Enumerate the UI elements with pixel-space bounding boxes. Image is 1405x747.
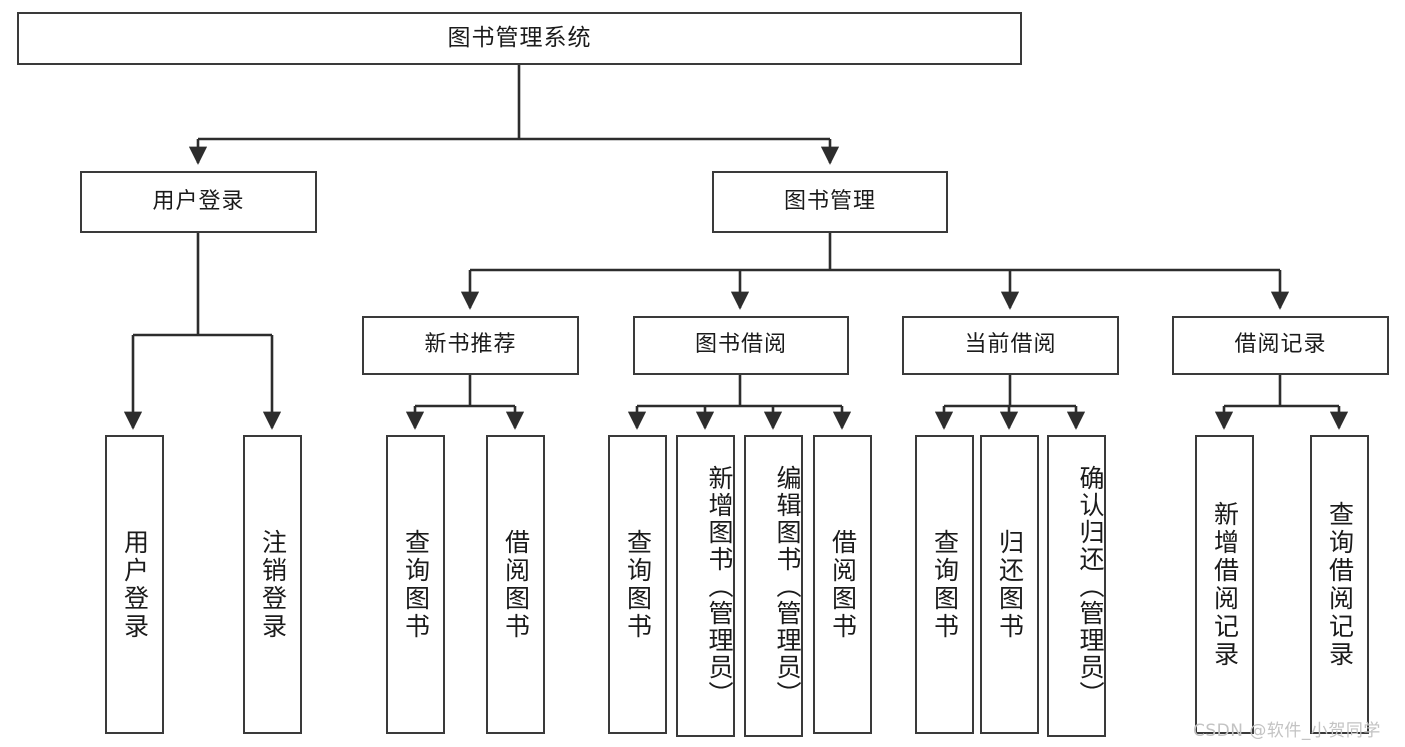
node-user-login[interactable]: 用户登录 (80, 171, 317, 233)
leaf-confirm-return-admin[interactable]: 确认归还（管理员） (1047, 435, 1106, 737)
leaf-user-login[interactable]: 用户登录 (105, 435, 164, 734)
leaf-edit-book-admin[interactable]: 编辑图书（管理员） (744, 435, 803, 737)
csdn-watermark: CSDN @软件_小贺同学 (1193, 721, 1381, 741)
leaf-borrow-book[interactable]: 借阅图书 (813, 435, 872, 734)
leaf-query-book-current[interactable]: 查询图书 (915, 435, 974, 734)
leaf-add-book-admin[interactable]: 新增图书（管理员） (676, 435, 735, 737)
leaf-borrow-book-recommend[interactable]: 借阅图书 (486, 435, 545, 734)
node-new-book-recommend[interactable]: 新书推荐 (362, 316, 579, 375)
leaf-query-book-recommend[interactable]: 查询图书 (386, 435, 445, 734)
node-book-borrow[interactable]: 图书借阅 (633, 316, 849, 375)
leaf-query-borrow-record[interactable]: 查询借阅记录 (1310, 435, 1369, 734)
node-current-borrow[interactable]: 当前借阅 (902, 316, 1119, 375)
leaf-add-borrow-record[interactable]: 新增借阅记录 (1195, 435, 1254, 734)
leaf-return-book[interactable]: 归还图书 (980, 435, 1039, 734)
node-book-management[interactable]: 图书管理 (712, 171, 948, 233)
leaf-logout-login[interactable]: 注销登录 (243, 435, 302, 734)
leaf-query-book-borrow[interactable]: 查询图书 (608, 435, 667, 734)
node-borrow-record[interactable]: 借阅记录 (1172, 316, 1389, 375)
node-root-system[interactable]: 图书管理系统 (17, 12, 1022, 65)
